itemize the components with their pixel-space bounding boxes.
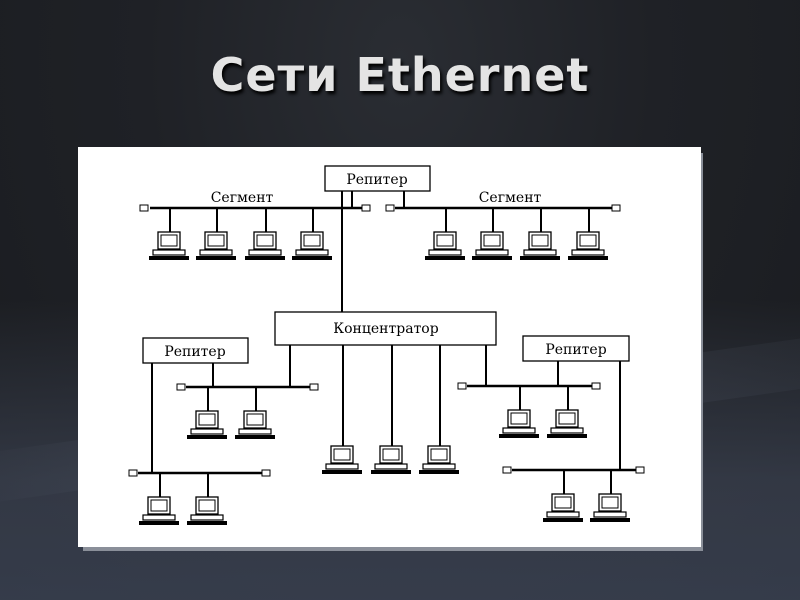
computer-icon	[148, 231, 190, 261]
slide-title: Сети Ethernet	[210, 48, 590, 102]
terminator	[176, 383, 186, 391]
computer-icon	[542, 493, 584, 523]
terminator	[139, 204, 149, 212]
terminator	[635, 466, 645, 474]
terminator	[128, 469, 138, 477]
hub-label: Концентратор	[333, 321, 438, 337]
computer-icon	[138, 496, 180, 526]
repeater-right-label: Репитер	[545, 342, 606, 358]
computer-icon	[186, 410, 228, 440]
computer-icon	[418, 445, 460, 475]
computer-icon	[567, 231, 609, 261]
computer-icon	[195, 231, 237, 261]
computer-icon	[234, 410, 276, 440]
computer-icon	[471, 231, 513, 261]
repeater-top-label: Репитер	[346, 172, 407, 188]
computer-icon	[321, 445, 363, 475]
computer-icon	[186, 496, 228, 526]
terminator	[591, 382, 601, 390]
computer-icon	[244, 231, 286, 261]
terminator	[261, 469, 271, 477]
computer-icon	[424, 231, 466, 261]
computer-icon	[519, 231, 561, 261]
repeater-right	[522, 335, 630, 362]
repeater-top	[324, 165, 431, 192]
terminator	[502, 466, 512, 474]
computer-icon	[546, 409, 588, 439]
computer-icon	[498, 409, 540, 439]
computer-icon	[291, 231, 333, 261]
terminator	[385, 204, 395, 212]
terminator	[361, 204, 371, 212]
segment-right-label: Сегмент	[479, 190, 542, 206]
computer-icon	[589, 493, 631, 523]
terminator	[309, 383, 319, 391]
repeater-left	[142, 337, 249, 364]
terminator	[611, 204, 621, 212]
terminator	[457, 382, 467, 390]
computer-icon	[370, 445, 412, 475]
hub	[274, 311, 497, 346]
segment-left-label: Сегмент	[211, 190, 274, 206]
repeater-left-label: Репитер	[164, 344, 225, 360]
